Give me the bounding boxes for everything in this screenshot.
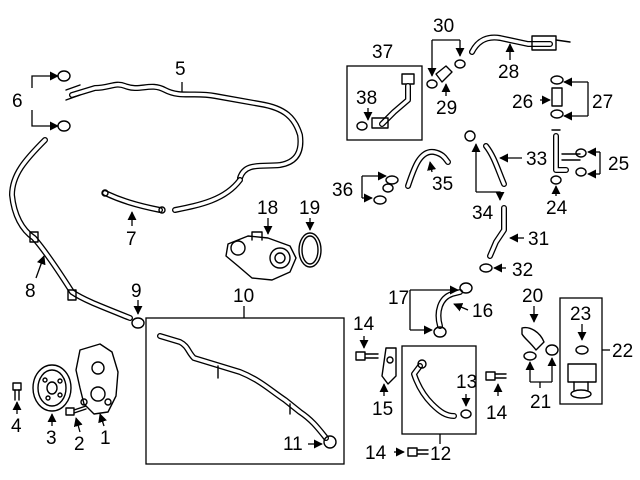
part-1-water-pump — [75, 343, 119, 415]
callout-3: 3 — [46, 428, 57, 449]
callout-35: 35 — [432, 174, 453, 195]
callout-33: 33 — [526, 149, 547, 170]
part-9-clamp — [131, 317, 145, 329]
part-14-bolt-b — [485, 371, 507, 381]
part-16-hose — [435, 289, 463, 329]
callout-17: 17 — [388, 288, 409, 309]
part-21-clamps — [523, 344, 559, 361]
callout-30: 30 — [433, 16, 454, 37]
callout-6: 6 — [12, 91, 23, 112]
part-24-pipe — [550, 129, 581, 185]
part-35-hose — [405, 148, 451, 189]
part-36-clamps — [373, 175, 399, 205]
part-13-o-ring — [460, 409, 472, 419]
part-18-thermostat-housing — [225, 231, 297, 281]
callout-32: 32 — [512, 260, 533, 281]
callout-9: 9 — [131, 281, 142, 302]
callout-36: 36 — [332, 180, 353, 201]
part-6-hose-clamps — [57, 70, 71, 132]
part-14-bolt-a — [355, 351, 379, 361]
part-11-clamp — [323, 435, 337, 449]
part-17-clamps — [433, 282, 473, 338]
callout-labels: 6 5 7 8 9 10 11 18 19 1 2 3 4 37 38 29 3… — [11, 16, 633, 465]
part-32-clamp — [479, 263, 493, 273]
callout-19: 19 — [299, 198, 320, 219]
part-26-connector — [550, 75, 564, 119]
part-15-bracket — [381, 347, 397, 385]
callout-18: 18 — [257, 198, 278, 219]
callout-5: 5 — [175, 59, 186, 80]
callout-16: 16 — [472, 301, 493, 322]
callout-10: 10 — [233, 286, 254, 307]
part-22-group-box — [559, 297, 603, 405]
part-7-small-hose — [101, 177, 243, 214]
part-14-bolt-c — [407, 447, 429, 457]
callout-31: 31 — [528, 229, 549, 250]
callout-4: 4 — [11, 416, 22, 437]
callout-13: 13 — [456, 372, 477, 393]
callout-14-right: 14 — [486, 403, 508, 424]
part-20-hose — [521, 326, 545, 351]
part-8-coolant-pipe — [9, 137, 133, 321]
callout-34: 34 — [472, 203, 494, 224]
part-33-hose — [464, 130, 507, 187]
callout-21: 21 — [530, 392, 551, 413]
part-25-clamps — [575, 148, 587, 177]
part-19-o-ring — [298, 232, 322, 268]
part-10-wire-harness — [157, 333, 329, 441]
callout-14-bottom: 14 — [365, 443, 387, 464]
part-12-pipe — [411, 359, 457, 419]
callout-29: 29 — [436, 98, 457, 119]
callout-22: 22 — [612, 341, 633, 362]
callout-24: 24 — [546, 198, 568, 219]
callout-23: 23 — [570, 304, 591, 325]
part-3-pulley — [32, 364, 72, 412]
callout-20: 20 — [522, 286, 543, 307]
part-12-group-box — [401, 345, 477, 435]
callout-37: 37 — [372, 42, 393, 63]
callout-38: 38 — [356, 88, 377, 109]
part-2-bolt — [65, 405, 87, 416]
callout-28: 28 — [498, 62, 519, 83]
part-28-pipe — [469, 34, 571, 55]
callout-15: 15 — [372, 399, 393, 420]
callout-26: 26 — [512, 92, 533, 113]
part-29-hose-piece — [426, 59, 466, 89]
callout-1: 1 — [100, 428, 111, 449]
callout-14-top: 14 — [353, 314, 375, 335]
leader-lines — [12, 39, 610, 457]
part-37-group-box — [346, 65, 423, 141]
part-38-fitting — [356, 73, 415, 131]
callout-7: 7 — [126, 229, 137, 250]
part-5-upper-hose — [65, 81, 304, 181]
part-10-group-box — [145, 317, 345, 465]
part-4-bolt — [12, 382, 22, 401]
callout-27: 27 — [592, 92, 613, 113]
callout-2: 2 — [74, 434, 85, 455]
part-23-fitting — [567, 345, 597, 399]
callout-8: 8 — [25, 281, 36, 302]
callout-11: 11 — [283, 434, 303, 455]
part-31-pipe — [487, 205, 507, 259]
callout-12: 12 — [430, 444, 451, 465]
callout-25: 25 — [608, 154, 629, 175]
